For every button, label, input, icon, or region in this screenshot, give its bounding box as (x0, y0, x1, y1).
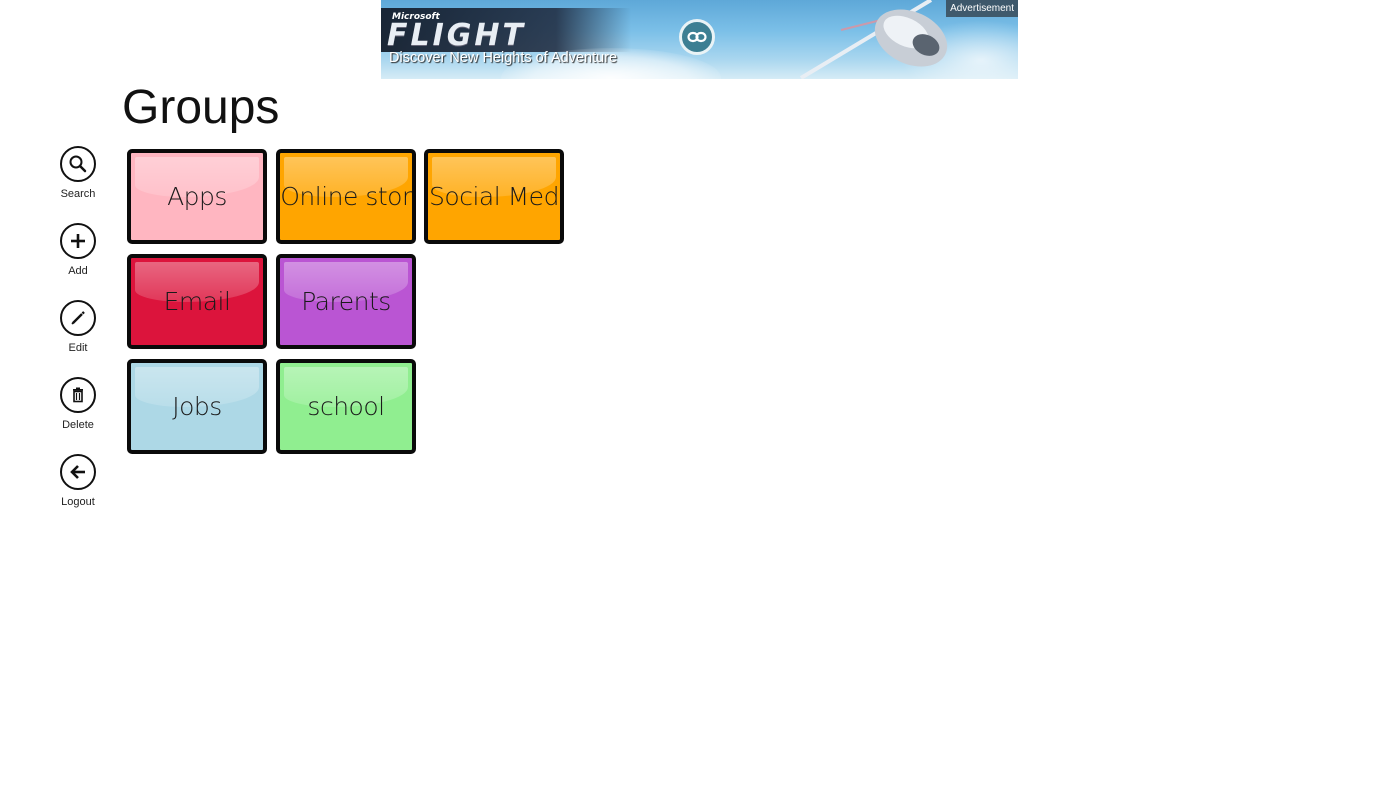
search-icon (69, 155, 87, 173)
tile-gloss (284, 262, 408, 302)
logout-label: Logout (61, 496, 95, 508)
plus-icon (71, 234, 85, 248)
airplane-image (799, 0, 948, 79)
button-ring (60, 454, 96, 490)
page-title: Groups (122, 81, 280, 134)
edit-label: Edit (68, 342, 88, 354)
group-tile-apps[interactable]: Apps (127, 149, 267, 244)
group-label: Online stor (280, 182, 412, 211)
tile-gloss (432, 157, 556, 197)
tile-gloss (284, 157, 408, 197)
search-label: Search (60, 188, 96, 200)
add-button[interactable]: Add (44, 223, 112, 300)
button-ring (60, 377, 96, 413)
group-label: Email (163, 287, 231, 316)
group-tile-jobs[interactable]: Jobs (127, 359, 267, 454)
group-tile-social-media[interactable]: Social Med (424, 149, 564, 244)
group-tile-email[interactable]: Email (127, 254, 267, 349)
group-label: Jobs (172, 392, 222, 421)
group-tile-parents[interactable]: Parents (276, 254, 416, 349)
ad-brand-large: FLIGHT (387, 18, 526, 53)
delete-label: Delete (62, 419, 94, 431)
button-ring (60, 223, 96, 259)
edit-button[interactable]: Edit (44, 300, 112, 377)
ad-tagline: Discover New Heights of Adventure (389, 50, 618, 66)
button-ring (60, 146, 96, 182)
logout-button[interactable]: Logout (44, 454, 112, 531)
ad-brand-small: Microsoft (392, 12, 440, 22)
tile-gloss (135, 367, 259, 407)
group-label: Social Med (429, 182, 559, 211)
link-icon (687, 31, 707, 43)
pencil-icon (71, 311, 85, 325)
tile-gloss (284, 367, 408, 407)
ad-label: Advertisement (946, 0, 1018, 17)
ad-link-button[interactable] (679, 19, 715, 55)
app-bar: Search Add Edit (44, 146, 112, 531)
group-tile-school[interactable]: school (276, 359, 416, 454)
tile-gloss (135, 262, 259, 302)
trash-icon (73, 387, 83, 403)
tile-gloss (135, 157, 259, 197)
advertisement-banner[interactable]: Microsoft FLIGHT Discover New Heights of… (381, 0, 1018, 79)
ad-dark-band (381, 8, 631, 52)
group-label: Parents (301, 287, 391, 316)
group-label: school (307, 392, 385, 421)
button-ring (60, 300, 96, 336)
search-button[interactable]: Search (44, 146, 112, 223)
group-label: Apps (167, 182, 227, 211)
delete-button[interactable]: Delete (44, 377, 112, 454)
back-arrow-icon (70, 465, 85, 479)
add-label: Add (68, 265, 88, 277)
group-tile-online-store[interactable]: Online stor (276, 149, 416, 244)
